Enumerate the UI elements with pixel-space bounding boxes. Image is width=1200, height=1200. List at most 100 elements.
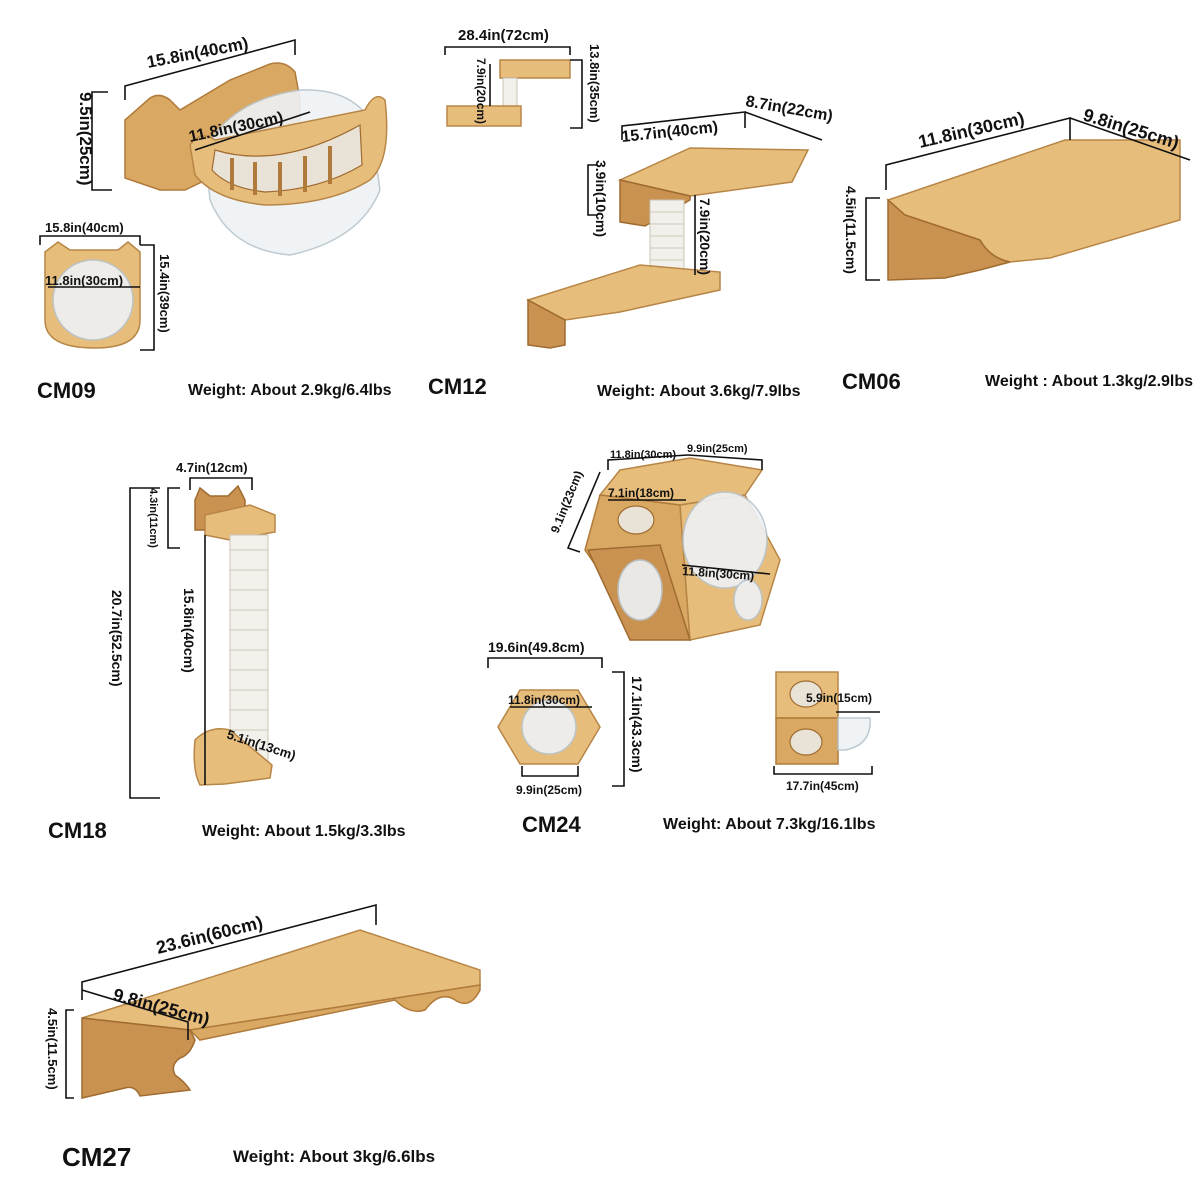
cm24-small-hole xyxy=(617,505,655,535)
cm24-top-b-line xyxy=(687,454,763,470)
cm12-total-width-label: 28.4in(72cm) xyxy=(458,27,549,44)
cm09-code: CM09 xyxy=(37,378,96,403)
cm06-code: CM06 xyxy=(842,369,901,394)
cm12-thumb-post xyxy=(502,77,518,107)
cm24-front-height-line xyxy=(612,671,625,787)
cm24-right-glass xyxy=(733,579,763,621)
cm24-front-bowl-label: 11.8in(30cm) xyxy=(508,693,580,707)
cm09-front-height-line xyxy=(140,244,155,351)
cm27-panel: 23.6in(60cm) 9.8in(25cm) 4.5in(11.5cm) C… xyxy=(45,903,481,1172)
cm24-side-width-label: 17.7in(45cm) xyxy=(786,779,859,793)
cm12-top-depth-line xyxy=(744,111,823,141)
cm18-code: CM18 xyxy=(48,818,107,843)
cm24-front-width-line xyxy=(487,657,603,668)
cm09-front-bowl-label: 11.8in(30cm) xyxy=(45,273,123,288)
cm12-top-height-line xyxy=(587,164,598,216)
cm12-top-length-label: 15.7in(40cm) xyxy=(621,119,719,146)
cm18-total-height-label: 20.7in(52.5cm) xyxy=(109,590,125,687)
cm24-panel: 11.8in(30cm) 9.9in(25cm) 9.1in(23cm) 7.1… xyxy=(487,443,880,837)
cm18-weight: Weight: About 1.5kg/3.3lbs xyxy=(202,823,406,840)
cm24-front-base-line xyxy=(521,766,579,777)
cm12-thumb-top xyxy=(499,59,571,79)
cm18-base xyxy=(193,728,273,786)
cm24-top-b-label: 9.9in(25cm) xyxy=(687,443,748,455)
cm24-small-hole-label: 7.1in(18cm) xyxy=(608,486,674,500)
cm09-height-line xyxy=(91,91,112,191)
cm09-front-bowl xyxy=(52,259,134,341)
cm12-panel: 28.4in(72cm) 7.9in(20cm) 13.8in(35cm) 15… xyxy=(428,27,834,400)
cm06-height-label: 4.5in(11.5cm) xyxy=(843,186,859,274)
cm24-top-a-line xyxy=(607,454,689,470)
cm06-bracket xyxy=(887,198,1011,281)
cm27-board xyxy=(81,929,481,1031)
cm09-weight: Weight: About 2.9kg/6.4lbs xyxy=(188,382,392,399)
cm09-back-plate xyxy=(124,62,301,191)
cm27-code: CM27 xyxy=(62,1142,131,1172)
cm12-top-depth-label: 8.7in(22cm) xyxy=(744,93,834,125)
cm27-side-bracket xyxy=(81,1017,196,1099)
cm27-weight: Weight: About 3kg/6.6lbs xyxy=(233,1147,435,1166)
cm18-top-height-line xyxy=(167,487,180,549)
cm12-top-length-line xyxy=(621,111,746,140)
cm09-front-width-line xyxy=(39,235,141,245)
cm06-length-line xyxy=(885,116,1071,190)
cm12-top-height-label: 3.9in(10cm) xyxy=(593,160,609,237)
cm24-code: CM24 xyxy=(522,812,581,837)
cm12-bottom-board xyxy=(526,264,721,321)
cm24-big-hole-label: 11.8in(30cm) xyxy=(682,564,755,583)
cm06-panel: 11.8in(30cm) 9.8in(25cm) 4.5in(11.5cm) C… xyxy=(842,105,1193,394)
cm12-post-label: 7.9in(20cm) xyxy=(697,198,713,275)
cm09-width-line xyxy=(124,38,296,100)
cm06-weight: Weight : About 1.3kg/2.9lbs xyxy=(985,373,1193,390)
cm27-depth-line xyxy=(81,989,189,1040)
cm24-front-base-label: 9.9in(25cm) xyxy=(516,783,582,797)
cm12-code: CM12 xyxy=(428,374,487,399)
cm24-side-line xyxy=(566,471,601,553)
cm09-rail-posts xyxy=(230,146,332,196)
cm24-side-label: 9.1in(23cm) xyxy=(548,469,586,535)
cm18-total-height-line xyxy=(129,487,160,799)
cm27-front-edge xyxy=(188,984,481,1041)
cm12-total-height-label: 13.8in(35cm) xyxy=(587,44,602,123)
cm09-panel: 15.8in(40cm) 9.5in(25cm) 11.8in(30cm) 15… xyxy=(37,34,392,403)
cm24-side-glass xyxy=(617,559,663,621)
cm12-total-width-line xyxy=(444,46,571,55)
cm24-side-hole-bottom xyxy=(789,728,823,756)
cm12-weight: Weight: About 3.6kg/7.9lbs xyxy=(597,383,801,400)
cm24-weight: Weight: About 7.3kg/16.1lbs xyxy=(663,816,876,833)
cm18-top-width-line xyxy=(189,477,253,490)
cm09-height-label: 9.5in(25cm) xyxy=(76,92,95,186)
cm06-depth-line xyxy=(1069,117,1191,161)
cm18-top-height-label: 4.3in(11cm) xyxy=(147,488,159,548)
cm27-height-label: 4.5in(11.5cm) xyxy=(45,1008,60,1090)
cm06-length-label: 11.8in(30cm) xyxy=(916,108,1026,152)
cm09-bowl-line xyxy=(194,111,311,151)
cm24-front-width-label: 19.6in(49.8cm) xyxy=(488,639,585,655)
cm18-top-width-label: 4.7in(12cm) xyxy=(176,460,248,475)
cm24-big-hole-line xyxy=(681,564,771,575)
cm12-bottom-bracket xyxy=(527,298,566,349)
cm24-front-height-label: 17.1in(43.3cm) xyxy=(629,676,645,773)
cm24-front-bowl xyxy=(521,699,577,755)
cm27-length-line xyxy=(81,903,377,1000)
cm06-height-line xyxy=(865,197,880,281)
cm27-height-line xyxy=(65,1009,74,1099)
cm12-post xyxy=(649,199,685,277)
cm12-post-small-label: 7.9in(20cm) xyxy=(474,58,488,124)
cm24-side-hole-top xyxy=(789,680,823,708)
cm09-front-height-label: 15.4in(39cm) xyxy=(157,254,172,333)
cm24-side-width-line xyxy=(773,766,873,775)
cm09-rail-inner xyxy=(211,124,363,193)
cm24-side-hole-label: 5.9in(15cm) xyxy=(806,691,872,705)
cm12-thumb-bottom xyxy=(446,105,522,127)
cm12-total-height-line xyxy=(570,59,583,129)
cm09-front-width-label: 15.8in(40cm) xyxy=(45,220,124,235)
cm18-post-length-label: 15.8in(40cm) xyxy=(181,588,197,673)
cm24-top-a-label: 11.8in(30cm) xyxy=(610,449,676,461)
cm24-side-glass-profile xyxy=(837,717,871,751)
cm24-big-glass xyxy=(682,491,768,589)
cm18-panel: 4.7in(12cm) 4.3in(11cm) 20.7in(52.5cm) 1… xyxy=(48,460,406,843)
cm27-length-label: 23.6in(60cm) xyxy=(154,912,265,958)
cm12-post-texture xyxy=(650,211,684,261)
